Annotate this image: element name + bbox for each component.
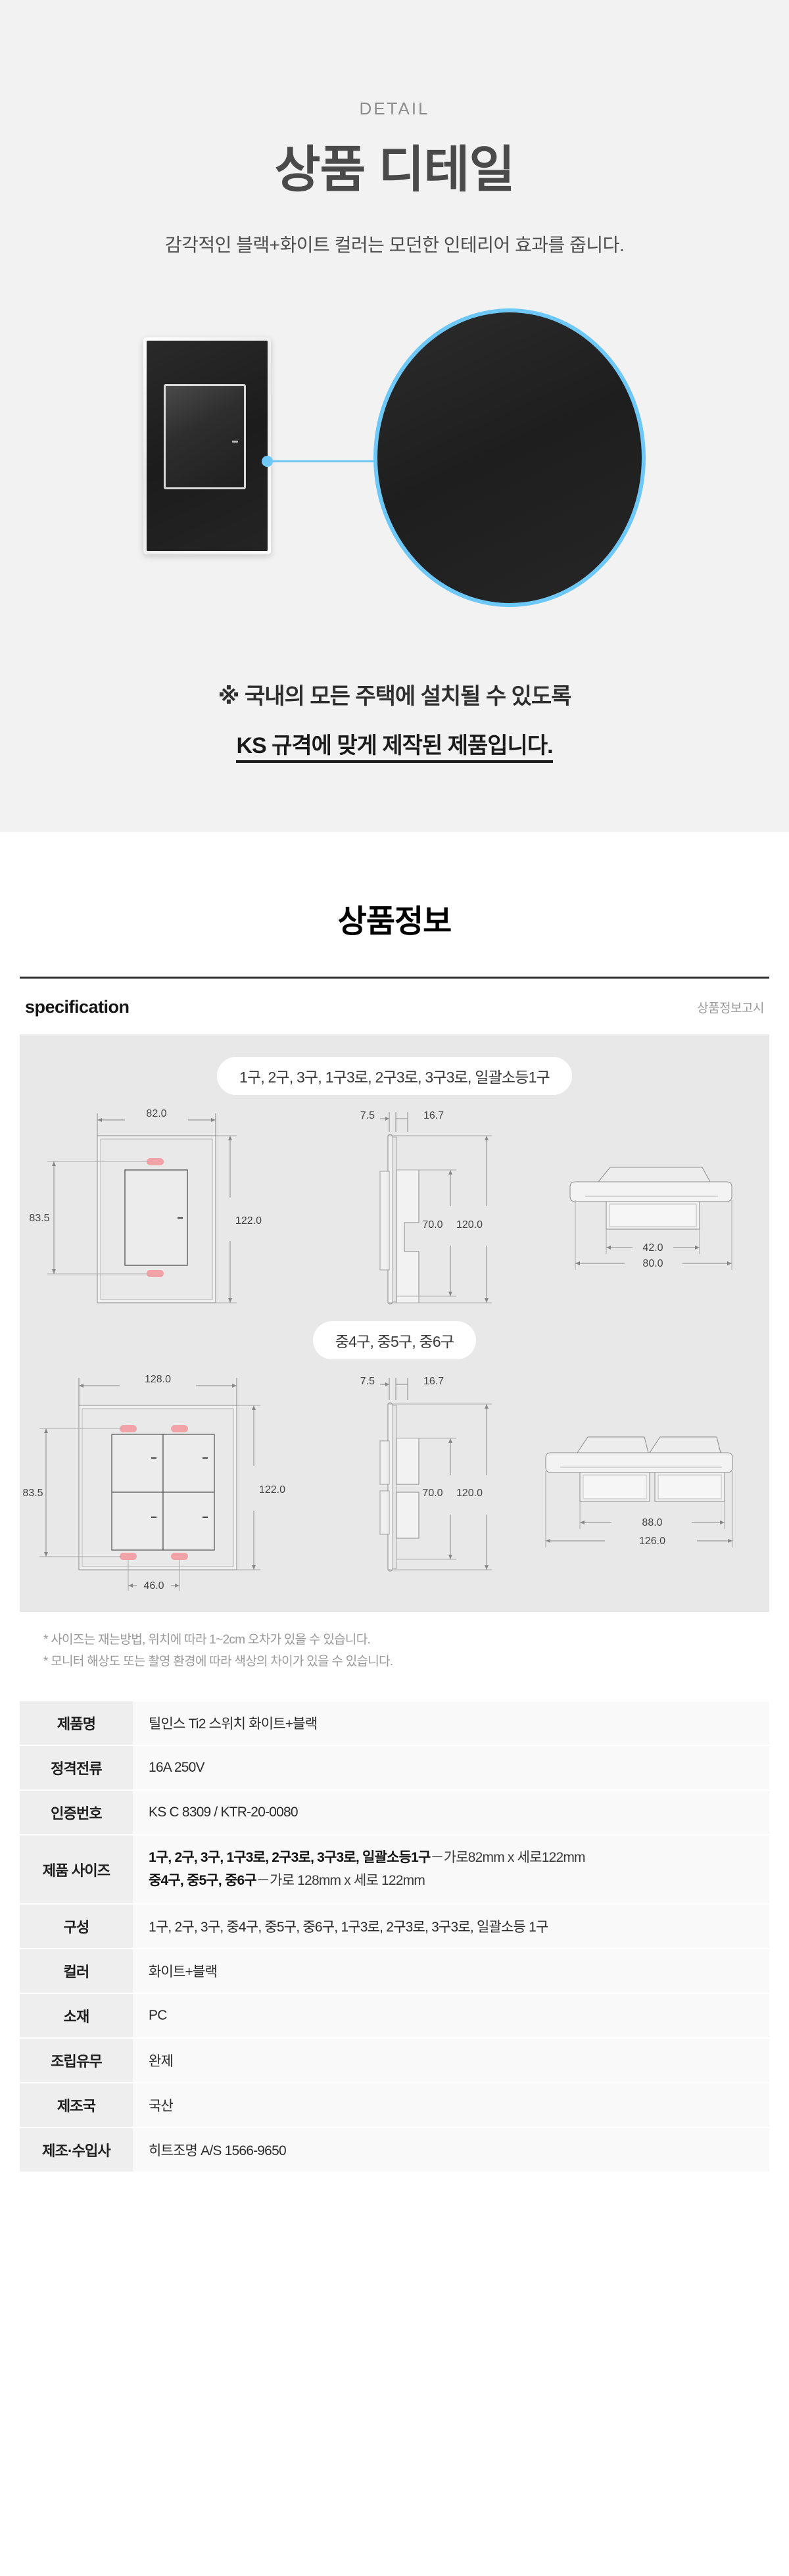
specification-label: specification [25,996,130,1017]
ks-notice-line2-text: KS 규격에 맞게 제작된 제품입니다. [236,733,554,763]
dim-front-inner-height-2: 83.5 [22,1488,43,1499]
spec-label-cert-number: 인증번호 [20,1790,133,1836]
specification-table-body: 제품명 틸인스 Ti2 스위치 화이트+블랙 정격전류 16A 250V 인증번… [20,1701,769,2174]
table-row: 조립유무 완제 [20,2038,769,2084]
spec-value-cert-number: KS C 8309 / KTR-20-0080 [133,1790,769,1836]
specification-table-wrap: 제품명 틸인스 Ti2 스위치 화이트+블랙 정격전류 16A 250V 인증번… [20,1701,769,2174]
dim-bottom-inner-1: 42.0 [642,1242,663,1253]
detail-section: DETAIL 상품 디테일 감각적인 블랙+화이트 컬러는 모던한 인테리어 효… [0,0,789,658]
drawing-2-pill-row: 중4구, 중5구, 중6구 [20,1321,769,1359]
drawing-board-group-1: 1구, 2구, 3구, 1구3로, 2구3로, 3구3로, 일괄소등1구 82.… [20,1034,769,1612]
dim-front-width-1: 82.0 [146,1108,166,1119]
table-row: 컬러 화이트+블랙 [20,1949,769,1995]
spec-value-origin: 국산 [133,2083,769,2129]
spec-value-assembly: 완제 [133,2038,769,2084]
spec-label-material: 소재 [20,1993,133,2039]
dim-front-width-2: 128.0 [145,1374,171,1385]
dim-front-pitch-2: 46.0 [143,1580,164,1592]
dim-side-depth-2: 16.7 [423,1376,444,1387]
technical-drawing-2: 128.0 [22,1374,733,1592]
specification-bar: specification 상품정보고시 [20,976,769,1034]
detail-title: 상품 디테일 [274,142,515,198]
ks-notice-line1: ※ 국내의 모든 주택에 설치될 수 있도록 [218,683,572,709]
spec-value-product-size: 1구, 2구, 3구, 1구3로, 2구3로, 3구3로, 일괄소등1구－가로8… [133,1835,769,1905]
switch-plate-photo [143,337,271,554]
disclaimer-note-2: * 모니터 해상도 또는 촬영 환경에 따라 색상의 차이가 있을 수 있습니다… [43,1654,393,1668]
detail-subtitle: 감각적인 블랙+화이트 컬러는 모던한 인테리어 효과를 줍니다. [164,234,625,255]
size-line-2: 중4구, 중5구, 중6구－가로 128mm x 세로 122mm [149,1870,769,1893]
spec-label-origin: 제조국 [20,2083,133,2129]
table-row: 구성 1구, 2구, 3구, 중4구, 중5구, 중6구, 1구3로, 2구3로… [20,1904,769,1950]
size-line-2-dims: －가로 128mm x 세로 122mm [256,1872,425,1888]
magnified-texture-circle [373,308,646,607]
dim-front-height-1: 122.0 [235,1215,262,1227]
spec-label-product-size: 제품 사이즈 [20,1835,133,1905]
dim-side-bezel-1: 7.5 [360,1110,375,1121]
spec-value-product-name: 틸인스 Ti2 스위치 화이트+블랙 [133,1701,769,1747]
size-line-1-dims: －가로82mm x 세로122mm [430,1850,586,1866]
switch-black-face [147,340,268,551]
spec-label-assembly: 조립유무 [20,2038,133,2084]
table-row: 제품 사이즈 1구, 2구, 3구, 1구3로, 2구3로, 3구3로, 일괄소… [20,1835,769,1905]
spec-value-rated-current: 16A 250V [133,1745,769,1791]
dim-front-inner-height-1: 83.5 [29,1213,49,1224]
dim-bottom-outer-2: 126.0 [639,1536,665,1547]
spec-value-composition: 1구, 2구, 3구, 중4구, 중5구, 중6구, 1구3로, 2구3로, 3… [133,1904,769,1950]
table-row: 소재 PC [20,1993,769,2039]
product-info-heading-section: 상품정보 [0,831,789,977]
table-row: 제품명 틸인스 Ti2 스위치 화이트+블랙 [20,1701,769,1747]
dim-side-total-2: 120.0 [456,1488,483,1499]
spec-label-composition: 구성 [20,1904,133,1950]
drawing-2-variant-label: 중4구, 중5구, 중6구 [312,1321,477,1359]
hero-product-illustration [0,297,789,607]
specification-notice-label: 상품정보고시 [697,1001,764,1015]
size-line-1: 1구, 2구, 3구, 1구3로, 2구3로, 3구3로, 일괄소등1구－가로8… [149,1847,769,1870]
drawing-1-variant-label: 1구, 2구, 3구, 1구3로, 2구3로, 3구3로, 일괄소등1구 [216,1056,573,1095]
table-row: 제조국 국산 [20,2083,769,2129]
dim-side-total-1: 120.0 [456,1219,483,1230]
spec-label-manufacturer: 제조·수입사 [20,2127,133,2174]
dim-side-depth-1: 16.7 [423,1110,444,1121]
drawing-1-pill-row: 1구, 2구, 3구, 1구3로, 2구3로, 3구3로, 일괄소등1구 [20,1056,769,1095]
spec-label-product-name: 제품명 [20,1701,133,1747]
product-info-title: 상품정보 [337,904,452,939]
dim-side-bezel-2: 7.5 [360,1376,375,1387]
table-row: 제조·수입사 히트조명 A/S 1566-9650 [20,2127,769,2174]
spec-value-manufacturer: 히트조명 A/S 1566-9650 [133,2127,769,2174]
ks-notice-line2: KS 규격에 맞게 제작된 제품입니다. [0,727,789,763]
ks-notice-section: ※ 국내의 모든 주택에 설치될 수 있도록 KS 규격에 맞게 제작된 제품입… [0,658,789,832]
switch-rocker [164,383,247,489]
specification-bar-wrap: specification 상품정보고시 [0,976,789,1034]
table-row: 인증번호 KS C 8309 / KTR-20-0080 [20,1790,769,1836]
detail-eyebrow: DETAIL [359,99,430,118]
disclaimer-note-1: * 사이즈는 재는방법, 위치에 따라 1~2cm 오차가 있을 수 있습니다. [43,1632,371,1647]
table-row: 정격전류 16A 250V [20,1745,769,1791]
dim-side-body-2: 70.0 [422,1488,442,1499]
specification-table: 제품명 틸인스 Ti2 스위치 화이트+블랙 정격전류 16A 250V 인증번… [20,1701,769,2174]
spec-value-material: PC [133,1993,769,2039]
dim-bottom-inner-2: 88.0 [642,1517,662,1528]
dim-bottom-outer-1: 80.0 [642,1258,663,1269]
disclaimer-notes: * 사이즈는 재는방법, 위치에 따라 1~2cm 오차가 있을 수 있습니다.… [20,1611,769,1693]
rocker-indicator-icon [232,440,239,443]
size-line-2-variants: 중4구, 중5구, 중6구 [149,1872,257,1888]
dim-side-body-1: 70.0 [422,1219,442,1230]
spec-label-color: 컬러 [20,1949,133,1995]
spec-value-color: 화이트+블랙 [133,1949,769,1995]
callout-connector-line [267,460,379,462]
spec-label-rated-current: 정격전류 [20,1745,133,1791]
dim-front-height-2: 122.0 [259,1484,285,1495]
size-line-1-variants: 1구, 2구, 3구, 1구3로, 2구3로, 3구3로, 일괄소등1구 [149,1850,431,1866]
product-detail-page: DETAIL 상품 디테일 감각적인 블랙+화이트 컬러는 모던한 인테리어 효… [0,0,789,2174]
technical-drawing-1: 82.0 83.5 [29,1108,732,1305]
